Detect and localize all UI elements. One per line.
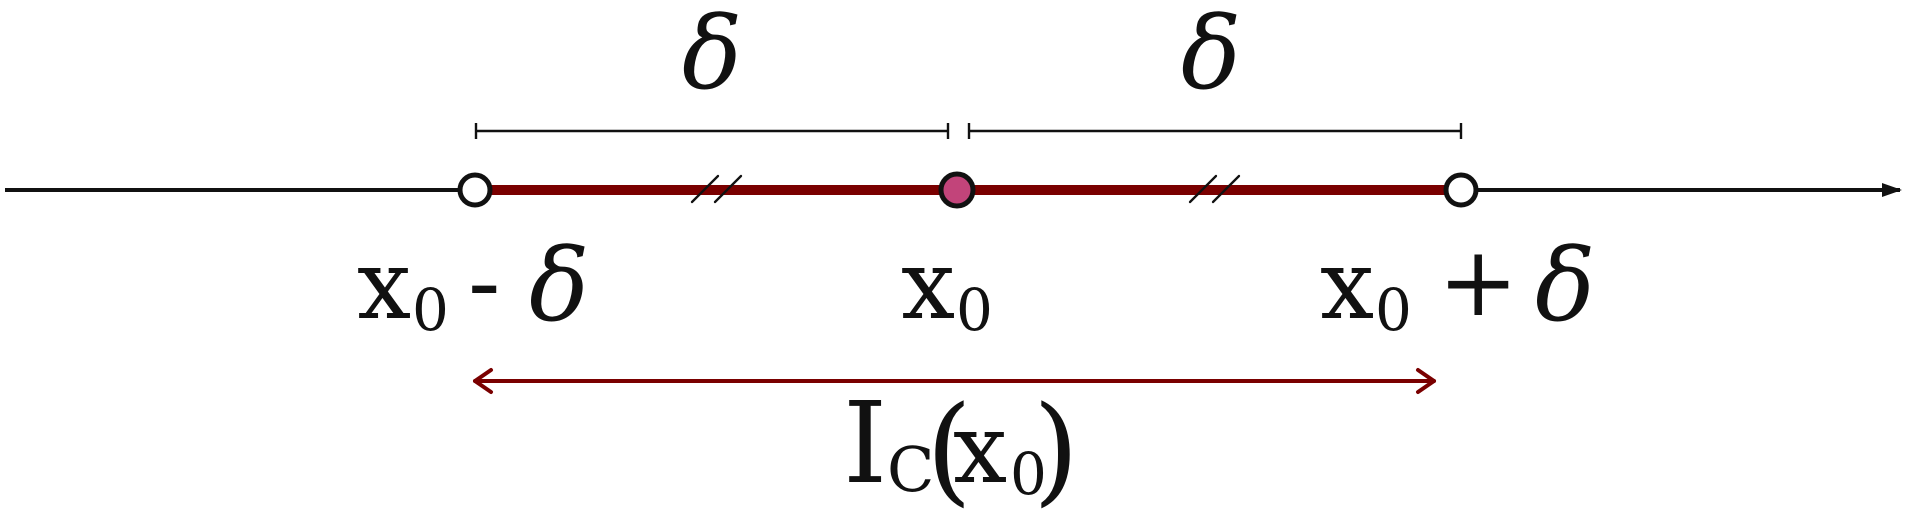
right-point-subscript: 0 bbox=[1375, 276, 1412, 344]
right-point-operator: + bbox=[1438, 226, 1518, 338]
interval-label-open-paren: ( bbox=[926, 380, 972, 518]
right-point-label: x 0 + δ bbox=[1320, 226, 1595, 344]
hollow-circle-icon bbox=[1443, 172, 1479, 208]
interval-label: I C ( x 0 ) bbox=[843, 379, 1079, 518]
center-point-label: x 0 bbox=[901, 229, 993, 344]
interval-label-subscript: C bbox=[887, 433, 934, 506]
interval-label-close-paren: ) bbox=[1033, 380, 1079, 518]
delta-right-label: δ bbox=[1181, 0, 1241, 112]
left-point-operator: - bbox=[468, 226, 500, 338]
interval-double-arrow bbox=[473, 368, 1436, 394]
center-point-base: x bbox=[901, 229, 955, 341]
left-point-base: x bbox=[357, 229, 411, 341]
delta-brackets bbox=[474, 123, 1463, 139]
hollow-circle-icon bbox=[457, 172, 493, 208]
interval-label-base: I bbox=[843, 379, 887, 509]
delta-left-label: δ bbox=[682, 0, 742, 112]
double-slash-icon bbox=[1188, 174, 1241, 204]
center-point-subscript: 0 bbox=[956, 276, 993, 344]
right-point-base: x bbox=[1320, 229, 1374, 341]
interval-label-arg-base: x bbox=[953, 393, 1007, 505]
interval-label-arg-subscript: 0 bbox=[1010, 440, 1047, 508]
left-point-subscript: 0 bbox=[412, 276, 449, 344]
left-point-delta: δ bbox=[529, 227, 589, 344]
filled-circle-icon bbox=[938, 171, 976, 209]
double-slash-icon bbox=[690, 174, 743, 204]
left-point-label: x 0 - δ bbox=[357, 226, 589, 344]
right-point-delta: δ bbox=[1535, 227, 1595, 344]
